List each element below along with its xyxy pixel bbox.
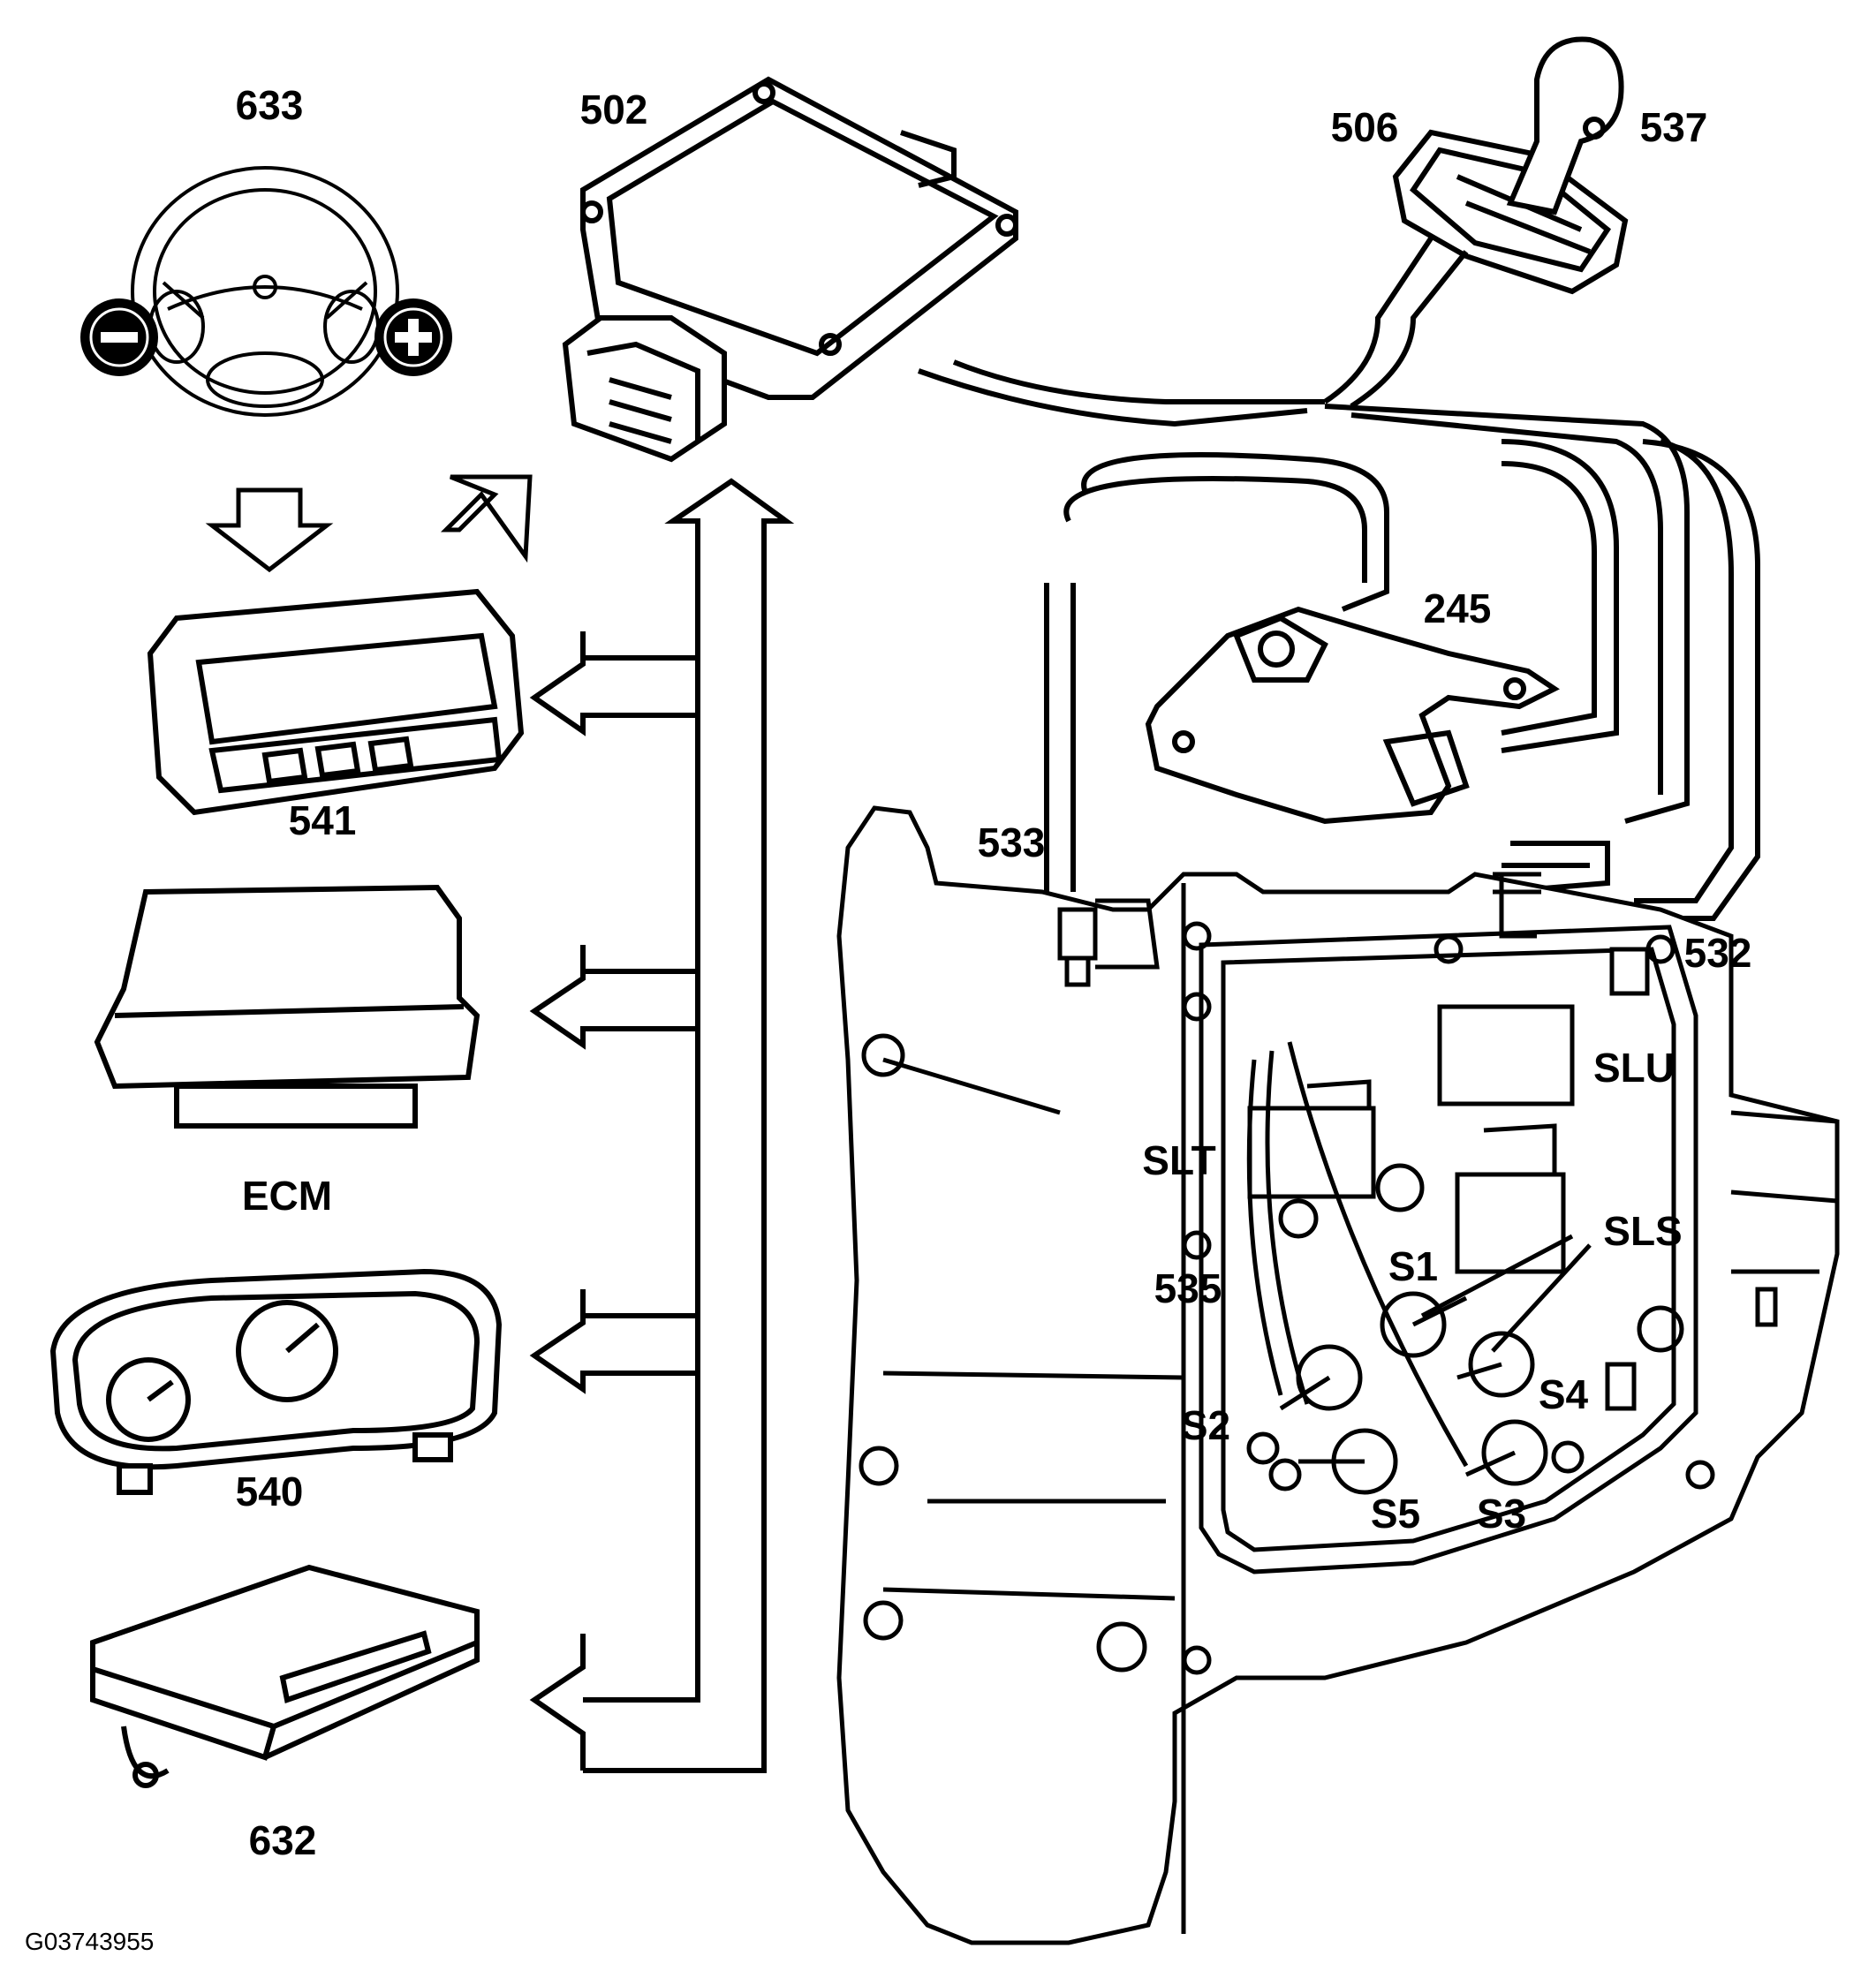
label-s2: S2 xyxy=(1181,1402,1230,1448)
down-arrow xyxy=(205,487,334,573)
label-ecm: ECM xyxy=(242,1173,332,1219)
label-541: 541 xyxy=(289,797,357,843)
label-540: 540 xyxy=(236,1469,304,1514)
label-245: 245 xyxy=(1424,585,1492,631)
gear-selector-506 xyxy=(1392,129,1629,295)
minus-icon xyxy=(80,298,158,376)
plus-icon xyxy=(374,298,452,376)
label-633: 633 xyxy=(236,82,304,128)
label-s5: S5 xyxy=(1371,1491,1420,1537)
range-switch-245 xyxy=(1145,606,1560,825)
instrument-cluster-540 xyxy=(49,1268,503,1495)
label-s1: S1 xyxy=(1388,1243,1438,1289)
wire-harness xyxy=(917,237,1760,954)
tcm-module-502 xyxy=(562,76,1018,463)
diagonal-arrow xyxy=(440,474,533,563)
label-sls: SLS xyxy=(1603,1208,1682,1254)
label-slt: SLT xyxy=(1142,1137,1215,1183)
label-s4: S4 xyxy=(1539,1371,1589,1417)
gear-knob-537 xyxy=(1506,36,1624,215)
module-632 xyxy=(90,1564,480,1788)
label-532: 532 xyxy=(1684,930,1752,976)
label-slu: SLU xyxy=(1593,1045,1675,1091)
label-535: 535 xyxy=(1154,1265,1222,1311)
bus-arrows xyxy=(529,478,795,1773)
figure-id: G03743955 xyxy=(25,1928,154,1955)
steering-wheel-633 xyxy=(131,166,399,417)
label-632: 632 xyxy=(249,1817,317,1863)
ecm-module xyxy=(94,884,480,1129)
label-502: 502 xyxy=(580,87,648,132)
label-537: 537 xyxy=(1640,104,1708,150)
display-unit-541 xyxy=(147,588,525,816)
transmission-housing xyxy=(836,805,1840,1945)
label-506: 506 xyxy=(1331,104,1399,150)
label-533: 533 xyxy=(978,819,1046,865)
label-s3: S3 xyxy=(1477,1491,1526,1537)
